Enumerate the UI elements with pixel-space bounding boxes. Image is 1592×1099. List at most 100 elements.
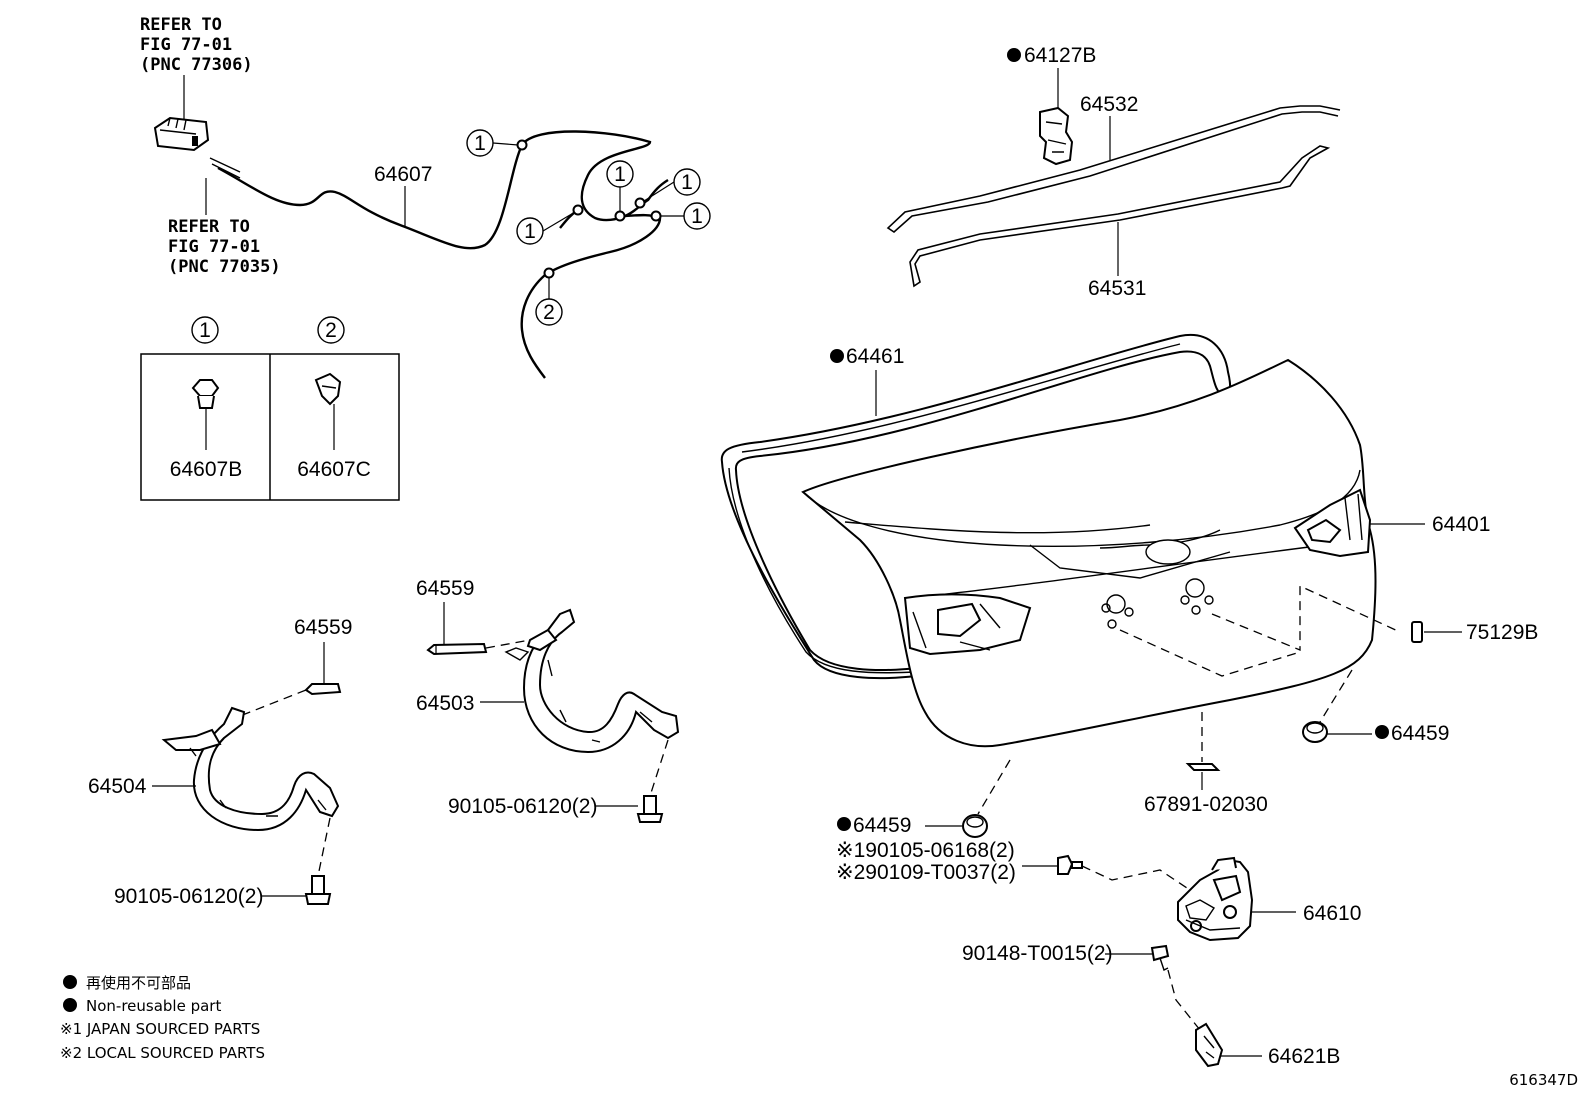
latch-striker-64621b [1195,1022,1224,1068]
dashed-leader [1167,969,1201,1031]
inset-header-1: 1 [191,316,219,344]
legend-line-3: ※1 JAPAN SOURCED PARTS [60,1020,260,1038]
clip-64607b-icon [191,379,220,450]
rod-holder-64127b [1039,106,1074,166]
dashed-leader [977,759,1011,815]
pigtail-wires [209,157,241,179]
non-reusable-mark [1375,725,1389,739]
part-label-64504: 64504 [88,775,147,798]
non-reusable-mark [63,975,77,989]
legend-line-1: 再使用不可部品 [86,974,191,992]
non-reusable-mark [837,817,851,831]
rod-64531 [909,145,1331,288]
connector-housing [153,116,210,152]
dashed-leader [239,689,307,717]
part-label-90148: 90148-T0015(2) [962,942,1113,965]
dashed-leader [1081,865,1191,891]
svg-text:2: 2 [325,319,337,342]
legend: 再使用不可部品 Non-reusable part ※1 JAPAN SOURC… [60,974,265,1062]
cushion-64459-left [962,814,988,838]
clip-64607c-icon [314,372,342,450]
inset-header-2: 2 [317,316,345,344]
hinge-pin-64559-center [426,642,488,656]
part-label-64401: 64401 [1432,513,1490,536]
clip-point [572,204,584,216]
callout-1: 1 [660,202,711,230]
part-label-64531: 64531 [1088,277,1146,300]
callout-2: 2 [535,278,563,326]
hinge-bolt-left [304,875,332,905]
dashed-leader [1211,584,1401,651]
ref1-line1: REFER TO [140,15,222,35]
wire-harness-branch [520,213,662,379]
clip-point [614,210,626,222]
caution-label-67891 [1185,763,1221,771]
inset-clip-table: 1 2 64607B 64607C [140,316,400,501]
latch-screw-90148 [1150,944,1170,971]
trunk-latch-64610 [1177,856,1254,942]
latch-bolt [1057,854,1083,875]
part-label-190105: ※190105-06168(2) [836,839,1015,862]
part-label-64607: 64607 [374,163,432,186]
svg-text:1: 1 [474,132,486,155]
part-label-64607c: 64607C [297,458,371,481]
svg-text:1: 1 [199,319,211,342]
part-label-64127b: 64127B [1024,44,1096,67]
ref2-line3: (PNC 77035) [168,257,281,277]
part-label-64459-left: 64459 [853,814,911,837]
part-label-90105-left: 90105-06120(2) [114,885,263,908]
dashed-leader [317,817,331,877]
ref2-line1: REFER TO [168,217,250,237]
rod-64532 [886,105,1341,234]
part-label-64559-left: 64559 [294,616,352,639]
callout-1: 1 [516,211,576,245]
figure-id: 616347D [1509,1071,1578,1089]
part-label-290109: ※290109-T0037(2) [836,861,1016,884]
dashed-leader [1119,629,1301,677]
cushion-64459-right [1302,721,1328,743]
part-label-75129b: 75129B [1466,621,1538,644]
svg-text:1: 1 [681,171,693,194]
hinge-bolt-center [636,795,664,823]
part-label-64610: 64610 [1303,902,1361,925]
dashed-leader [485,639,531,649]
part-label-64459-right: 64459 [1391,722,1449,745]
svg-text:2: 2 [543,301,555,324]
bumper-stop-75129b [1411,621,1423,643]
trunk-hinge-64504 [161,706,340,832]
trunk-lid-64401 [720,333,1377,748]
wire-harness-64607 [217,130,669,250]
svg-text:1: 1 [524,220,536,243]
callout-1: 1 [466,129,519,157]
dashed-leader [649,739,669,797]
callout-1: 1 [606,160,634,212]
svg-text:1: 1 [691,205,703,228]
legend-line-4: ※2 LOCAL SOURCED PARTS [60,1044,265,1062]
part-label-64461: 64461 [846,345,904,368]
ref1-line2: FIG 77-01 [140,35,232,55]
part-label-64621b: 64621B [1268,1045,1340,1068]
clip-point [634,197,646,209]
hinge-pin-64559-left [304,683,342,696]
clip-point [516,139,528,151]
part-label-64503: 64503 [416,692,474,715]
legend-line-2: Non-reusable part [86,997,221,1015]
non-reusable-mark [63,998,77,1012]
callout-1: 1 [643,168,701,202]
clip-point [650,210,662,222]
reference-note-2: REFER TO FIG 77-01 (PNC 77035) [168,217,281,277]
svg-text:1: 1 [614,163,626,186]
part-label-64532: 64532 [1080,93,1138,116]
non-reusable-mark [830,349,844,363]
part-label-90105-center: 90105-06120(2) [448,795,597,818]
reference-note-1: REFER TO FIG 77-01 (PNC 77306) [140,15,253,75]
part-label-64559-center: 64559 [416,577,474,600]
ref1-line3: (PNC 77306) [140,55,253,75]
clip-point [543,267,555,279]
non-reusable-mark [1007,48,1021,62]
part-label-67891: 67891-02030 [1144,793,1268,816]
ref2-line2: FIG 77-01 [168,237,260,257]
part-label-64607b: 64607B [170,458,242,481]
trunk-hinge-64503 [504,608,680,754]
